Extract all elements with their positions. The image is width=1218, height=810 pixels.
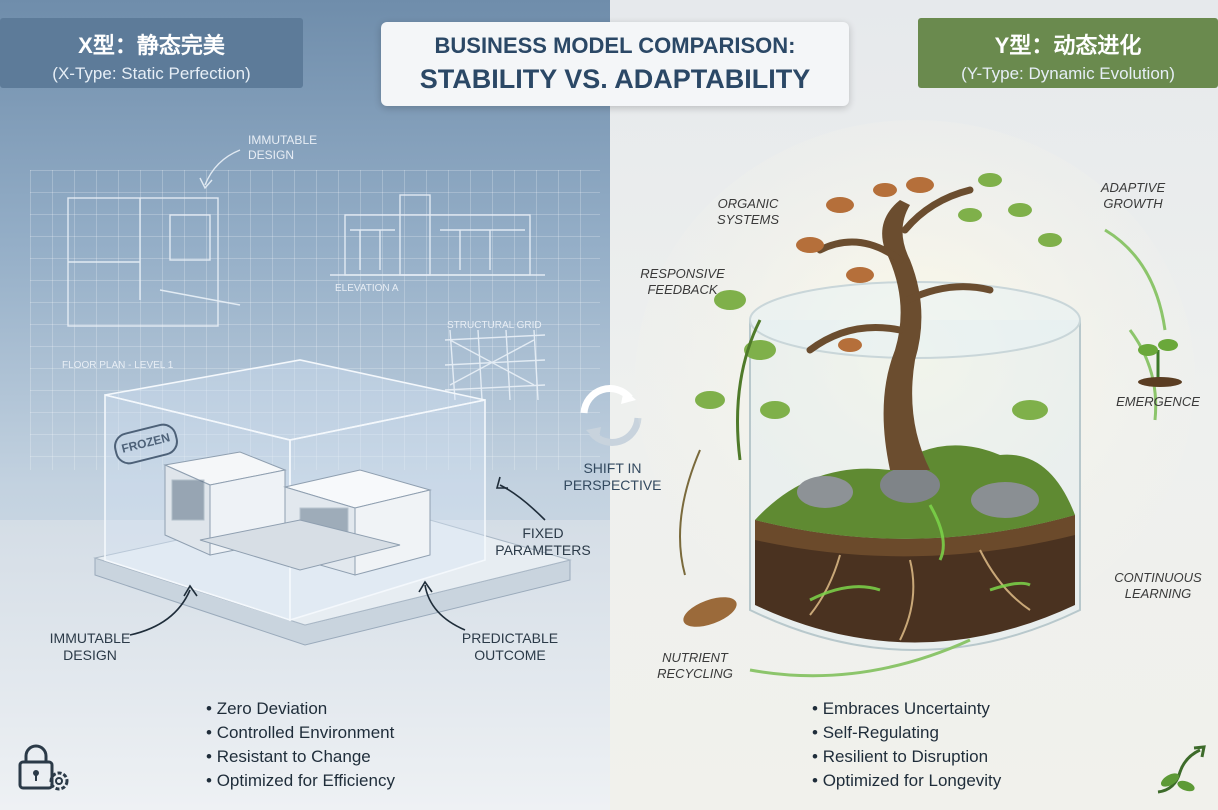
list-item: Optimized for Longevity — [812, 769, 1002, 793]
blueprint-label-floor-plan: FLOOR PLAN - LEVEL 1 — [62, 360, 174, 371]
terrarium-illustration — [635, 120, 1195, 678]
x-type-bullets: Zero Deviation Controlled Environment Re… — [206, 697, 395, 793]
cycle-arrows-icon — [580, 385, 642, 446]
y-type-bullets: Embraces Uncertainty Self-Regulating Res… — [812, 697, 1002, 793]
list-item: Resistant to Change — [206, 745, 395, 769]
list-item: Zero Deviation — [206, 697, 395, 721]
list-item: Self-Regulating — [812, 721, 1001, 745]
gear-icon — [49, 771, 69, 791]
blueprint-label-immutable-design: IMMUTABLE DESIGN — [248, 133, 318, 162]
callout-predictable-outcome: PREDICTABLE OUTCOME — [461, 630, 559, 663]
callout-nutrient-recycling: NUTRIENT RECYCLING — [657, 650, 733, 681]
callout-responsive-feedback: RESPONSIVE FEEDBACK — [640, 266, 725, 297]
title-line-1: BUSINESS MODEL COMPARISON: — [434, 33, 796, 58]
blueprint-label-structural-grid: STRUCTURAL GRID — [447, 320, 542, 331]
frozen-stamp-text: FROZEN — [120, 430, 172, 456]
list-item: Optimized for Efficiency — [206, 769, 395, 793]
shift-in-perspective-label: SHIFT IN PERSPECTIVE — [563, 460, 662, 493]
title-line-2: STABILITY VS. ADAPTABILITY — [419, 64, 811, 94]
y-type-tag: Y型：动态进化 (Y-Type: Dynamic Evolution) — [918, 18, 1218, 88]
x-type-tag: X型：静态完美 (X-Type: Static Perfection) — [0, 18, 303, 88]
callout-continuous-learning: CONTINUOUS LEARNING — [1114, 570, 1202, 601]
callout-emergence: EMERGENCE — [1116, 394, 1200, 409]
blueprint-label-elevation: ELEVATION A — [335, 283, 399, 294]
y-type-tag-en: (Y-Type: Dynamic Evolution) — [961, 64, 1175, 83]
sprout-arrow-icon — [1157, 745, 1206, 794]
callout-organic-systems: ORGANIC SYSTEMS — [716, 196, 780, 227]
list-item: Controlled Environment — [206, 721, 395, 745]
blueprint-grid — [30, 170, 600, 470]
x-type-tag-cn: X型：静态完美 — [78, 33, 225, 58]
list-item: Resilient to Disruption — [812, 745, 1001, 769]
list-item: Embraces Uncertainty — [812, 697, 1001, 721]
page-title: BUSINESS MODEL COMPARISON: STABILITY VS.… — [381, 22, 849, 106]
glass-box-building — [93, 359, 572, 646]
callout-adaptive-growth: ADAPTIVE GROWTH — [1100, 180, 1166, 211]
blueprint-drawings — [67, 149, 546, 401]
x-type-tag-en: (X-Type: Static Perfection) — [52, 64, 251, 83]
callout-fixed-parameters: FIXED PARAMETERS — [495, 525, 591, 558]
y-type-tag-cn: Y型：动态进化 — [994, 33, 1142, 58]
callout-immutable-design: IMMUTABLE DESIGN — [49, 630, 131, 663]
